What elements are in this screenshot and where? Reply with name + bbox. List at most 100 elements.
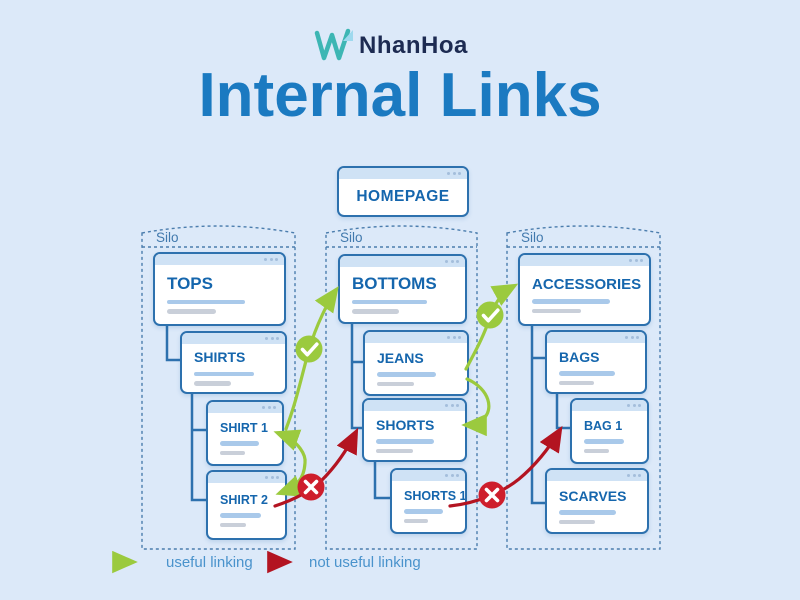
window-dot-icon [632, 474, 636, 477]
placeholder-line [167, 299, 245, 305]
connector-tops-shirts [165, 322, 180, 362]
page-box-label: BAGS [559, 348, 600, 365]
silo-frame-2 [325, 225, 478, 550]
connector-bottoms-shorts [350, 320, 362, 430]
window-dot-icon [450, 260, 454, 263]
window-dot-icon [265, 476, 268, 479]
window-dot-icon [447, 172, 450, 175]
page-box-label: SHORTS 1 [404, 488, 467, 503]
page-box-label: BAG 1 [584, 418, 623, 433]
page-box-label: SCARVES [559, 487, 627, 504]
browser-titlebar [339, 168, 467, 179]
page-box-label: SHORTS [376, 416, 435, 433]
window-dot-icon [636, 336, 639, 339]
window-dot-icon [447, 336, 450, 339]
placeholder-line [220, 522, 246, 528]
nhanhoa-logo-icon [314, 28, 353, 61]
window-dot-icon [445, 404, 448, 407]
placeholder-line [194, 381, 232, 386]
window-dot-icon [273, 406, 276, 409]
page-box-bottoms: BOTTOMS [338, 254, 467, 324]
placeholder-line [352, 309, 400, 314]
placeholder-line [559, 519, 596, 525]
page-box-label: TOPS [167, 274, 213, 294]
browser-titlebar [155, 254, 284, 265]
placeholder-line [377, 381, 414, 387]
window-dot-icon [456, 474, 459, 477]
window-dot-icon [270, 337, 274, 340]
placeholder-line [532, 299, 610, 304]
silo-label-2: Silo [340, 230, 363, 245]
placeholder-line [559, 371, 615, 376]
window-dot-icon [445, 260, 448, 263]
window-dot-icon [625, 336, 628, 339]
browser-titlebar [547, 332, 645, 343]
page-box-jeans: JEANS [363, 330, 469, 396]
placeholder-line [404, 518, 429, 524]
placeholder-line [376, 439, 435, 444]
window-dot-icon [265, 337, 268, 340]
window-dot-icon [634, 259, 638, 262]
page-box-label: SHIRTS [194, 349, 246, 366]
window-dot-icon [276, 337, 279, 340]
browser-titlebar [182, 333, 285, 344]
browser-titlebar [547, 470, 647, 481]
connector-shirts-shirt2 [190, 390, 206, 502]
placeholder-line [377, 372, 436, 377]
brand-row: NhanHoa [0, 12, 800, 61]
placeholder-line [194, 371, 254, 377]
page-box-label: SHIRT 2 [220, 492, 268, 507]
window-dot-icon [627, 404, 630, 407]
window-dot-icon [638, 404, 641, 407]
placeholder-line [352, 299, 427, 305]
placeholder-line [376, 448, 413, 454]
browser-titlebar [208, 402, 282, 413]
placeholder-line [220, 450, 245, 456]
page-box-scarves: SCARVES [545, 468, 649, 534]
window-dot-icon [452, 172, 456, 175]
placeholder-line [532, 308, 581, 314]
window-dot-icon [450, 474, 454, 477]
legend-useful-label: useful linking [166, 554, 253, 571]
window-dot-icon [270, 476, 274, 479]
browser-titlebar [340, 256, 465, 267]
page-box-shirts: SHIRTS [180, 331, 287, 394]
page-box-bags: BAGS [545, 330, 647, 394]
window-dot-icon [627, 474, 630, 477]
window-dot-icon [630, 336, 634, 339]
silo-label-1: Silo [156, 230, 179, 245]
window-dot-icon [638, 474, 641, 477]
window-dot-icon [456, 260, 459, 263]
window-dot-icon [456, 404, 459, 407]
window-dot-icon [458, 172, 461, 175]
connector-accessories-scarves [530, 322, 545, 505]
page-box-shirt2: SHIRT 2 [206, 470, 287, 540]
placeholder-line [559, 510, 617, 515]
connector-shorts-shorts1 [373, 458, 390, 500]
placeholder-line [220, 441, 260, 446]
window-dot-icon [275, 258, 278, 261]
brand-name: NhanHoa [359, 32, 468, 59]
page-box-shirt1: SHIRT 1 [206, 400, 284, 466]
page-box-label: BOTTOMS [352, 274, 437, 294]
browser-titlebar [365, 332, 467, 343]
window-dot-icon [452, 336, 456, 339]
window-dot-icon [269, 258, 273, 261]
legend-not-useful-label: not useful linking [309, 554, 421, 571]
silo-frames [141, 225, 661, 550]
browser-titlebar [208, 472, 285, 483]
placeholder-line [167, 309, 216, 314]
page-box-label: SHIRT 1 [220, 420, 268, 435]
silo-label-3: Silo [521, 230, 544, 245]
window-dot-icon [450, 404, 454, 407]
page-box-homepage: HOMEPAGE [337, 166, 469, 217]
window-dot-icon [629, 259, 632, 262]
window-dot-icon [632, 404, 636, 407]
page-box-shorts1: SHORTS 1 [390, 468, 467, 534]
browser-titlebar [572, 400, 647, 411]
window-dot-icon [640, 259, 643, 262]
page-box-bag1: BAG 1 [570, 398, 649, 464]
window-dot-icon [264, 258, 267, 261]
placeholder-line [584, 448, 610, 454]
